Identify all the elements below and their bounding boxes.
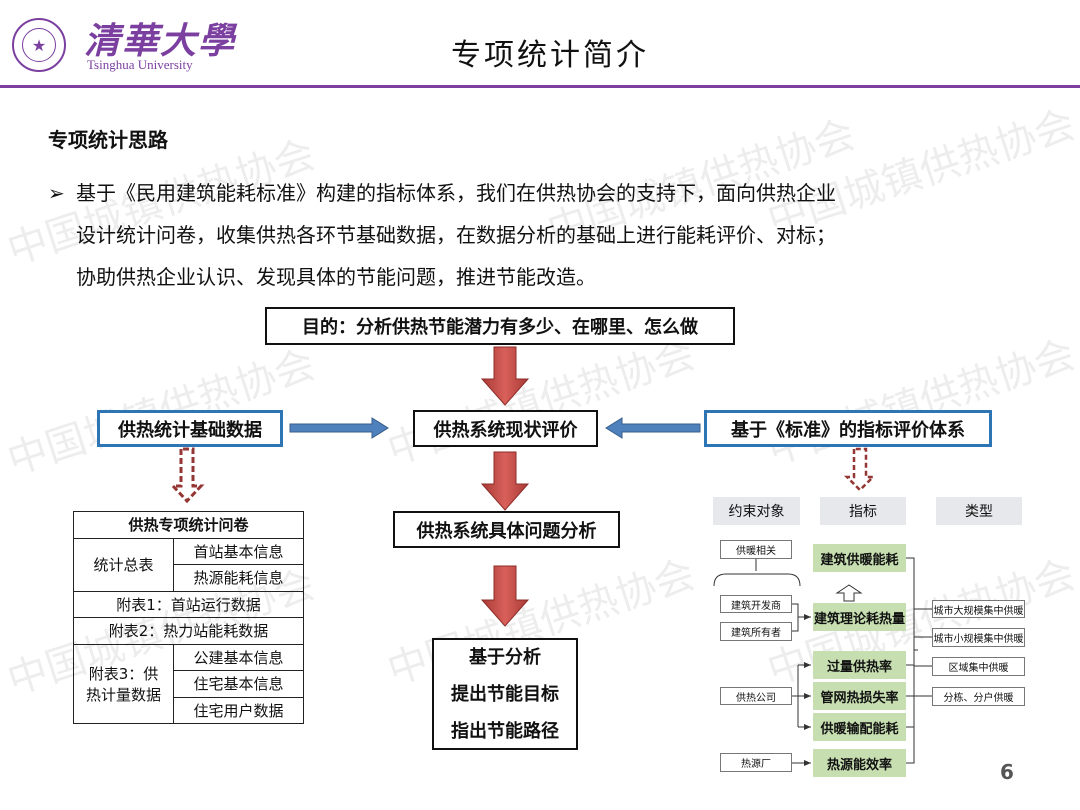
indicator-box: 过量供热率 [813, 651, 906, 679]
type-box: 区域集中供暖 [932, 657, 1025, 676]
header-types: 类型 [936, 497, 1022, 525]
logo-english: Tsinghua University [87, 57, 193, 72]
type-box: 分栋、分户供暖 [932, 687, 1025, 706]
dashed-down-arrow [169, 447, 205, 504]
table-title: 供热专项统计问卷 [73, 511, 304, 539]
down-arrow [480, 451, 530, 511]
result-box: 基于分析 提出节能目标 指出节能路径 [432, 638, 578, 750]
problem-analysis-box: 供热系统具体问题分析 [393, 511, 620, 548]
down-arrow [480, 346, 530, 406]
indicator-box: 建筑供暖能耗 [813, 544, 906, 572]
dashed-down-arrow [843, 447, 877, 492]
type-box: 城市小规模集中供暖 [932, 628, 1025, 647]
logo-chinese: 清華大學 [84, 20, 237, 62]
university-seal: ★ [12, 18, 66, 72]
indicator-box: 供暖输配能耗 [813, 713, 906, 741]
slide-title: 专项统计简介 [451, 38, 649, 73]
indicator-box: 建筑理论耗热量 [813, 603, 906, 631]
title-divider [0, 85, 1080, 88]
header-indicators: 指标 [820, 497, 906, 525]
subject-box: 建筑开发商 [720, 595, 792, 613]
indicator-system-box: 基于《标准》的指标评价体系 [704, 410, 992, 447]
status-evaluation-box: 供热系统现状评价 [413, 410, 598, 447]
subject-box: 热源厂 [720, 753, 792, 772]
indicator-box: 热源能效率 [813, 749, 906, 777]
left-arrow [605, 417, 701, 439]
page-number: 6 [1000, 760, 1014, 784]
down-arrow [480, 565, 530, 627]
subject-box: 供热公司 [720, 687, 792, 705]
type-box: 城市大规模集中供暖 [932, 600, 1025, 618]
indicator-box: 管网热损失率 [813, 682, 906, 710]
bullet-icon: ➢ [48, 181, 65, 205]
subject-box: 建筑所有者 [720, 622, 792, 641]
section-heading: 专项统计思路 [48, 128, 168, 152]
bullet-paragraph: ➢ 基于《民用建筑能耗标准》构建的指标体系，我们在供热协会的支持下，面向供热企业… [48, 172, 1048, 298]
diagram-connectors [713, 557, 932, 764]
header-subjects: 约束对象 [713, 497, 800, 525]
subject-box: 供暖相关 [720, 540, 792, 559]
basic-data-box: 供热统计基础数据 [97, 410, 283, 447]
right-arrow [289, 417, 389, 439]
goal-box: 目的：分析供热节能潜力有多少、在哪里、怎么做 [265, 307, 735, 345]
questionnaire-table: 供热专项统计问卷 统计总表首站基本信息 热源能耗信息 附表1：首站运行数据 附表… [73, 511, 304, 724]
